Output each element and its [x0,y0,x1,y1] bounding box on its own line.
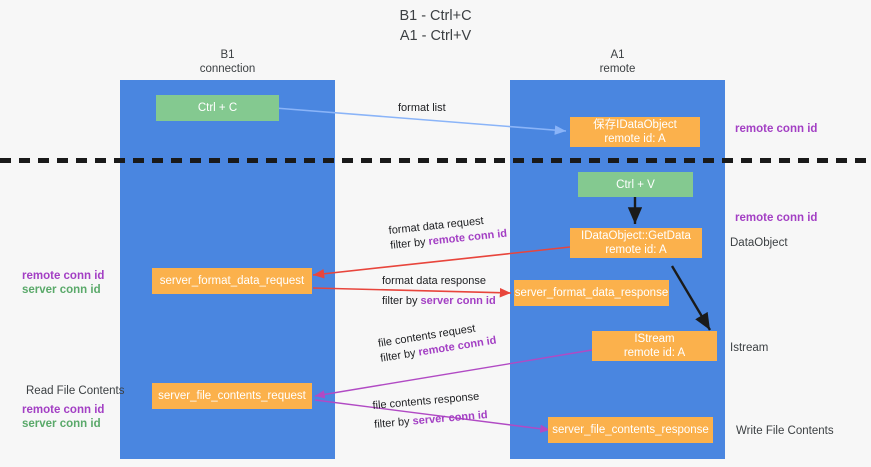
edge-label-format-data-request-filter-prefix: filter by [389,235,430,252]
column-header-b1-sub: connection [199,63,256,75]
edge-label-file-contents-response-filter-key: server conn id [412,409,489,428]
edge-label-format-data-response-filter-key: server conn id [420,295,496,307]
annotation-write-file-contents: Write File Contents [736,425,834,437]
node-ctrl-v[interactable]: Ctrl + V [578,172,693,197]
node-server-format-data-request-label: server_format_data_request [159,275,305,287]
title-line-2: A1 - Ctrl+V [399,28,472,44]
page-title: B1 - Ctrl+C A1 - Ctrl+V [0,6,871,46]
node-istream-line2: remote id: A [623,347,686,359]
node-idataobject-getdata[interactable]: IDataObject::GetData remote id: A [570,228,702,258]
node-ctrl-c-label: Ctrl + C [197,102,238,114]
node-istream-line1: IStream [634,333,675,345]
node-idataobject-getdata-line1: IDataObject::GetData [581,230,691,242]
annotation-left-server-conn-id: server conn id [22,284,101,296]
column-header-a1-name: A1 [610,49,625,61]
node-ctrl-v-label: Ctrl + V [616,178,655,191]
edge-label-format-data-response: format data response filter by server co… [382,274,496,309]
edge-label-format-data-response-filter-prefix: filter by [382,295,421,307]
column-header-b1: B1 connection [120,48,335,76]
node-server-format-data-request[interactable]: server_format_data_request [152,268,312,294]
node-server-file-contents-request-label: server_file_contents_request [158,390,306,402]
node-server-file-contents-response-label: server_file_contents_response [552,424,709,436]
edge-label-format-list-text: format list [398,102,446,114]
node-server-format-data-response[interactable]: server_format_data_response [514,280,669,306]
node-server-file-contents-request[interactable]: server_file_contents_request [152,383,312,409]
node-save-idataobject-line2: remote id: A [604,133,666,145]
annotation-left-remote-conn-id: remote conn id [22,270,105,282]
node-ctrl-c[interactable]: Ctrl + C [156,95,279,121]
edge-label-file-contents-response: file contents response filter by server … [372,389,488,433]
edge-label-file-contents-request: file contents request filter by remote c… [377,319,498,367]
edge-label-format-data-response-filter: filter by server conn id [382,294,496,309]
annotation-left-remote-conn-id-2: remote conn id [22,404,105,416]
edge-label-file-contents-response-filter-prefix: filter by [373,415,414,431]
node-save-idataobject[interactable]: 保存IDataObject remote id: A [570,117,700,147]
column-header-b1-name: B1 [220,49,235,61]
annotation-remote-conn-id-top: remote conn id [735,123,818,135]
edge-label-format-data-response-text: format data response [382,275,486,287]
node-idataobject-getdata-line2: remote id: A [605,244,667,256]
column-header-a1: A1 remote [510,48,725,76]
node-server-format-data-response-label: server_format_data_response [514,287,669,299]
node-istream[interactable]: IStream remote id: A [592,331,717,361]
title-line-1: B1 - Ctrl+C [399,8,472,24]
edge-label-format-list: format list [398,101,446,116]
annotation-remote-conn-id-mid: remote conn id [735,212,818,224]
phase-divider [0,158,871,163]
edge-label-format-data-request: format data request filter by remote con… [388,212,508,254]
annotation-dataobject: DataObject [730,237,788,249]
node-save-idataobject-line1: 保存IDataObject [593,119,677,131]
node-server-file-contents-response[interactable]: server_file_contents_response [548,417,713,443]
annotation-read-file-contents: Read File Contents [26,385,125,397]
annotation-left-server-conn-id-2: server conn id [22,418,101,430]
column-header-a1-sub: remote [599,63,636,75]
annotation-istream: Istream [730,342,769,354]
